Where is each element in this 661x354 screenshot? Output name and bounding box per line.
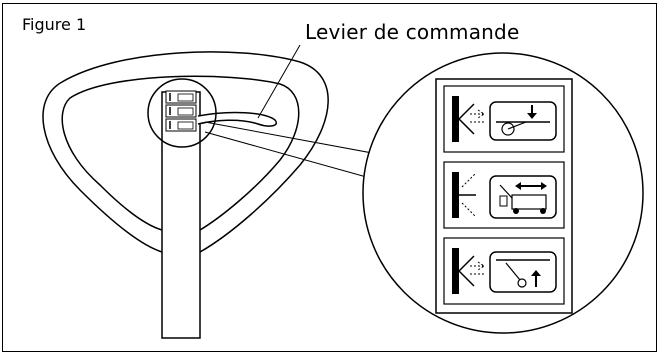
callout-leader [257,44,301,119]
handle-outer-loop [42,51,329,253]
magnify-leader-bottom [204,131,371,179]
figure-label: Figure 1 [22,15,87,34]
fork-raise-icon [452,248,557,294]
control-panel [435,78,573,314]
tiller-handle [42,51,329,339]
control-lever [197,111,277,127]
travel-move-icon [452,172,557,219]
fork-lower-icon [452,96,557,142]
fork-lower-panel [443,85,565,153]
detail-circle-small [147,78,217,148]
callout-label: Levier de commande [305,20,520,44]
mini-control-panel [165,90,197,132]
figure-frame [2,3,657,352]
fork-raise-panel [443,237,565,305]
handle-inner-loop [61,75,300,231]
magnify-leader-top [204,121,384,156]
tiller-shaft [161,91,201,339]
travel-panel [443,161,565,229]
